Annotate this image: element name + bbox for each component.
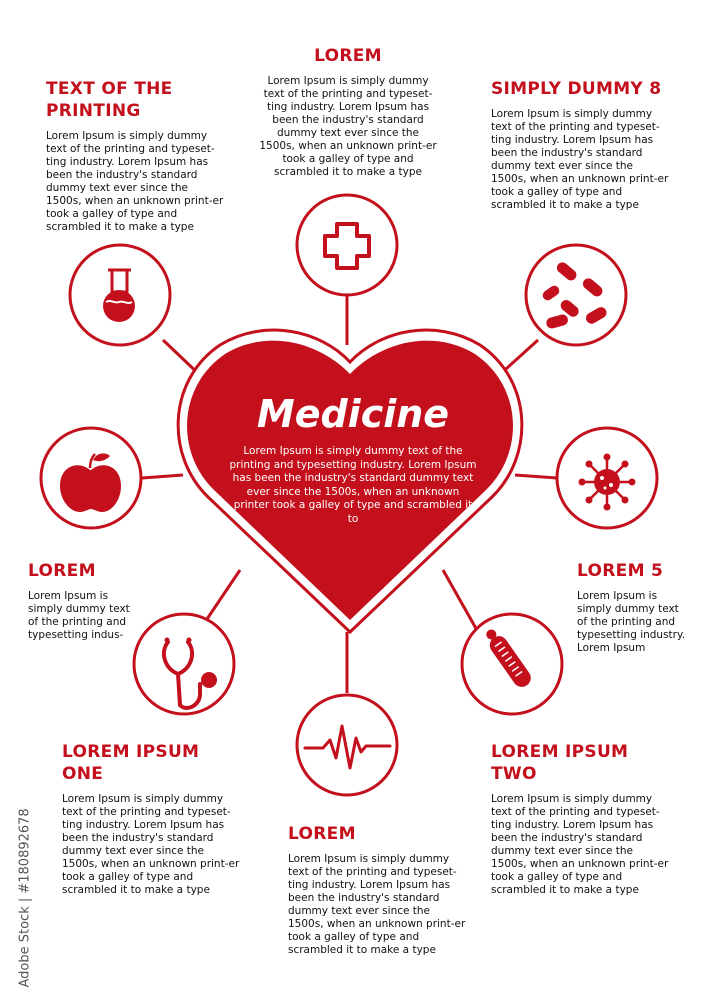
- connector-lines: [141, 295, 558, 693]
- text-block-left: LOREM Lorem Ipsum is simply dummy text o…: [28, 560, 138, 642]
- block-text: Lorem Ipsum is simply dummy text of the …: [28, 590, 130, 641]
- flask-icon: [103, 268, 135, 322]
- text-block-bottom-right: LOREM IPSUM TWO Lorem Ipsum is simply du…: [491, 741, 671, 897]
- apple-icon: [60, 453, 121, 512]
- thermometer-icon: [486, 629, 531, 687]
- heartbeat-icon: [303, 724, 392, 770]
- block-text: Lorem Ipsum is simply dummy text of the …: [288, 853, 466, 956]
- heart-body: Lorem Ipsum is simply dummy text of the …: [229, 445, 477, 525]
- cross-icon: [323, 222, 371, 270]
- heart-shape: [187, 340, 513, 620]
- text-block-right: LOREM 5 Lorem Ipsum is simply dummy text…: [577, 560, 687, 655]
- block-text: Lorem Ipsum is simply dummy text of the …: [491, 108, 669, 211]
- stethoscope-icon: [161, 637, 217, 710]
- connector-bottom-left: [203, 569, 242, 623]
- circle-bottom-left: [132, 612, 236, 716]
- text-block-top-right: SIMPLY DUMMY 8 Lorem Ipsum is simply dum…: [491, 78, 671, 212]
- block-text: Lorem Ipsum is simply dummy text of the …: [259, 75, 437, 178]
- block-title: SIMPLY DUMMY 8: [491, 79, 662, 99]
- block-title: LOREM IPSUM TWO: [491, 742, 629, 784]
- stock-watermark: Adobe Stock | #180892678: [10, 760, 33, 990]
- watermark-text: Adobe Stock | #180892678: [17, 808, 33, 988]
- virus-icon: [578, 453, 636, 511]
- circle-top: [295, 193, 399, 297]
- circle-top-right: [524, 243, 628, 347]
- block-text: Lorem Ipsum is simply dummy text of the …: [577, 590, 686, 654]
- block-title: LOREM: [288, 824, 356, 844]
- text-block-bottom: LOREM Lorem Ipsum is simply dummy text o…: [288, 823, 468, 957]
- text-block-bottom-left: LOREM IPSUM ONE Lorem Ipsum is simply du…: [62, 741, 242, 897]
- connector-right: [514, 473, 558, 480]
- block-title: LOREM 5: [577, 561, 664, 581]
- pills-icon: [542, 262, 607, 329]
- connector-bottom-right: [441, 569, 480, 633]
- block-title: TEXT OF THE PRINTING: [46, 79, 173, 121]
- heart-text: Medicine Lorem Ipsum is simply dummy tex…: [228, 393, 478, 526]
- block-title: LOREM IPSUM ONE: [62, 742, 200, 784]
- block-title: LOREM: [314, 46, 382, 66]
- block-title: LOREM: [28, 561, 96, 581]
- connector-left: [141, 473, 184, 480]
- block-text: Lorem Ipsum is simply dummy text of the …: [491, 793, 669, 896]
- block-text: Lorem Ipsum is simply dummy text of the …: [62, 793, 240, 896]
- text-block-top-left: TEXT OF THE PRINTING Lorem Ipsum is simp…: [46, 78, 226, 234]
- block-text: Lorem Ipsum is simply dummy text of the …: [46, 130, 224, 233]
- text-block-top: LOREM Lorem Ipsum is simply dummy text o…: [258, 45, 438, 179]
- heart-title: Medicine: [256, 392, 450, 436]
